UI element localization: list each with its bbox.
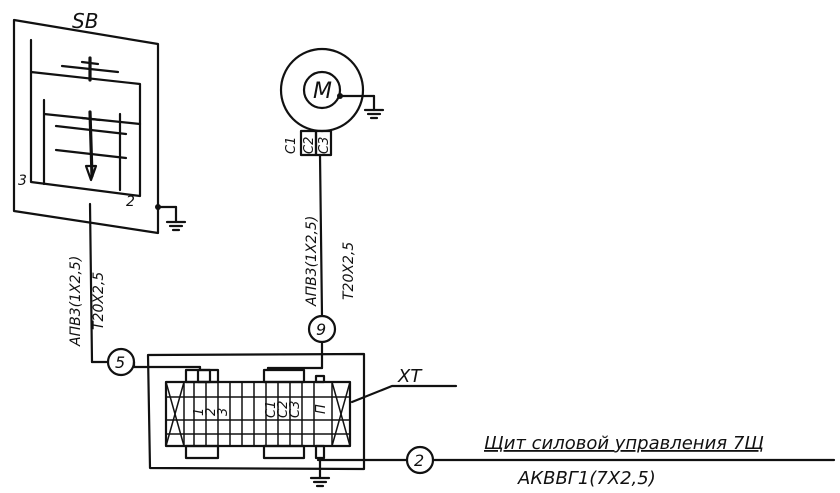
cable-right-marker: 9 (316, 320, 326, 339)
cable-left-conduit: Т20Х2,5 (91, 272, 107, 330)
ground-symbol-switch (165, 205, 187, 232)
output-destination: Щит силовой управления 7Щ (484, 433, 764, 454)
motor-terminal-c2: C2 (302, 137, 317, 154)
motor-symbol: M (313, 79, 332, 104)
terminal-block-label: XT (397, 366, 423, 387)
xt-terminal-3: 3 (216, 408, 231, 416)
switch-box-label: SB (72, 9, 98, 33)
switch-terminal-3: 3 (18, 173, 27, 189)
switch-contact-bottom (42, 98, 142, 192)
xt-terminal-c2: C2 (276, 401, 291, 418)
output-cable-marker: 2 (414, 451, 424, 470)
xt-terminal-c1: C1 (264, 401, 279, 418)
switch-contact-top (60, 56, 120, 82)
motor-terminal-box: C1 C2 C3 (284, 129, 333, 157)
cable-right: АПВ3(1Х2,5) Т20Х2,5 9 (266, 153, 357, 370)
output-cable-type: АКВВГ1(7Х2,5) (517, 468, 656, 489)
xt-terminal-p: П (314, 404, 329, 414)
output-cable: 2 Щит силовой управления 7Щ АКВВГ1(7Х2,5… (316, 433, 836, 489)
motor-terminal-c1: C1 (284, 137, 299, 154)
cable-left-marker: 5 (115, 353, 125, 372)
motor: M C1 C2 C3 (279, 47, 385, 157)
xt-terminal-c3: C3 (288, 401, 303, 418)
ground-symbol-terminal-block (309, 456, 331, 488)
terminal-block: 1 2 3 C1 C2 C3 П XT (146, 352, 458, 488)
cable-right-conduit: Т20Х2,5 (341, 242, 357, 300)
switch-box: SB 3 2 (12, 9, 187, 235)
cable-left: АПВ3(1Х2,5) Т20Х2,5 5 (68, 202, 202, 377)
xt-terminal-1: 1 (192, 408, 207, 416)
xt-terminal-2: 2 (204, 408, 219, 416)
motor-terminal-c3: C3 (317, 137, 332, 154)
ground-symbol-motor (363, 94, 385, 120)
cable-left-spec: АПВ3(1Х2,5) (68, 256, 84, 347)
cable-right-spec: АПВ3(1Х2,5) (304, 216, 320, 307)
switch-terminal-2: 2 (126, 194, 135, 210)
